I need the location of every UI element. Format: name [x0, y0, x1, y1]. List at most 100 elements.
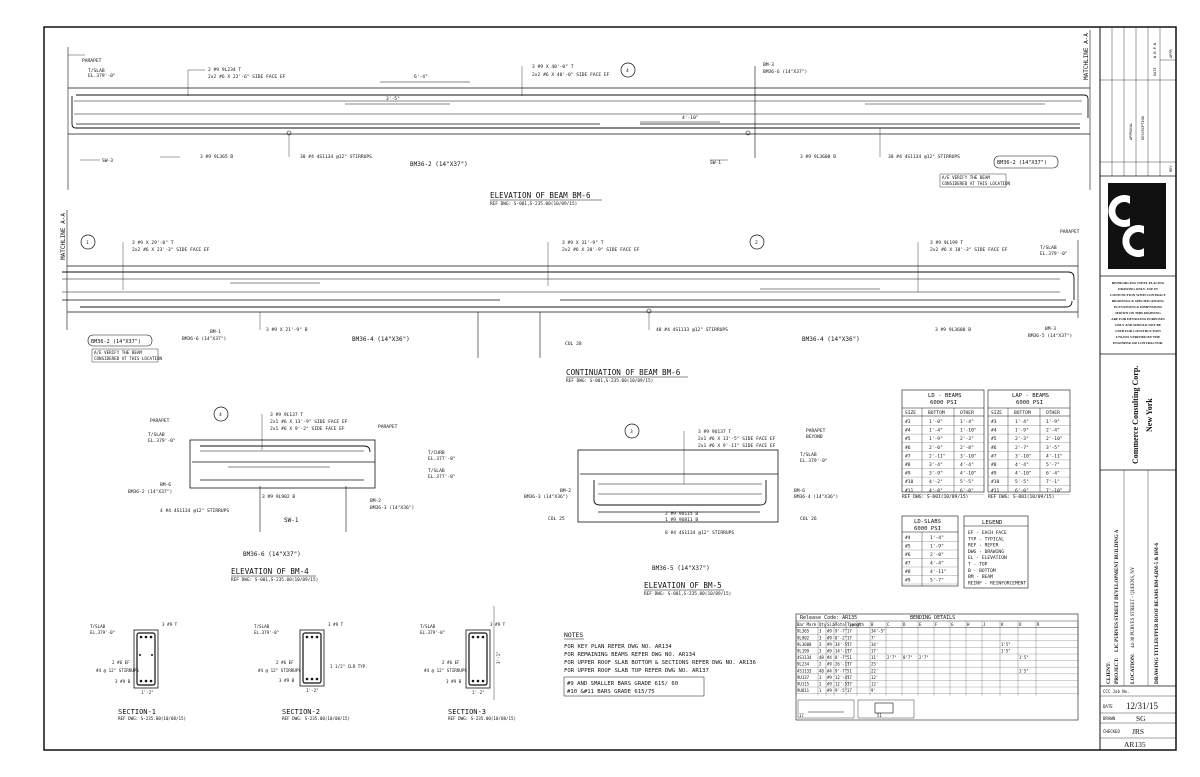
- section-2-el: EL.379'-0": [254, 630, 279, 635]
- bm6-callout-top-2: 3 #9 X 40'-0" T: [532, 64, 574, 70]
- bending-header-cell: Total Length: [835, 622, 864, 627]
- bm5-col-1: COL 25: [548, 516, 565, 522]
- bending-cell: 1: [819, 688, 822, 693]
- legend-title: LEGEND: [982, 520, 1003, 526]
- bending-cell: 11': [871, 655, 878, 660]
- bending-release-code: Release Code: AR135: [800, 615, 857, 621]
- bm5-col-2: COL 26: [800, 516, 817, 522]
- legend-item: T - TOP: [968, 562, 988, 568]
- bending-cell: 4S1133: [797, 668, 812, 673]
- ld-slabs-size-cell: #4: [905, 535, 911, 541]
- cont-verify-note-1: A/E VERIFY THE BEAM: [94, 350, 142, 355]
- lap-beams-header: BOTTOM: [1014, 410, 1031, 416]
- bending-cell: 48: [819, 668, 824, 673]
- ld_beams-other-cell: 4'-10": [960, 471, 977, 477]
- bm6-tslab-label: T/SLAB: [88, 68, 105, 74]
- section-3-title: SECTION-3: [448, 708, 486, 716]
- bending-cell: 9U115: [797, 682, 810, 687]
- lap_beams-bottom-cell: 4'-4": [1015, 462, 1029, 468]
- drawing-title-label: DRAWING TITLE:: [1154, 638, 1160, 684]
- ld_beams-size-cell: #3: [905, 419, 911, 425]
- bending-cell: 12': [871, 682, 878, 687]
- bending-cell: #9: [827, 635, 832, 640]
- bm4-bm2-label: BM-2: [370, 498, 381, 504]
- project-label: PROJECT:: [1114, 657, 1120, 684]
- bm5-bm6-size: BM36-4 (14"X36"): [794, 494, 838, 500]
- bm5-bm2-label: BM-2: [560, 488, 571, 494]
- bending-cell: 9U137: [797, 675, 810, 680]
- ld_beams-size-cell: #10: [905, 479, 914, 485]
- bm6-title: ELEVATION OF BEAM BM-6: [490, 191, 591, 200]
- lap-beams-ref: REF DWG: S-001(10/09/15): [988, 494, 1054, 500]
- ld_beams-bottom-cell: 3'-9": [929, 471, 943, 477]
- bm4-bm6-label: BM-6: [160, 482, 171, 488]
- bm5-stirrups: 8 #4 4S1134 @12" STIRRUPS: [665, 530, 734, 536]
- bending-cell: 25': [871, 662, 878, 667]
- bending-cell: 26'-1": [835, 662, 849, 667]
- section-2-stirrup: #4 @ 12" STIRRUPS: [258, 668, 301, 673]
- bm5-bottom-bar-1: 2 #9 9U115 B: [665, 511, 698, 517]
- ld-slabs-length-cell: 2'-0": [930, 552, 944, 558]
- bending-cell: 9'-7": [835, 629, 847, 634]
- section-marker-4: [620, 62, 636, 78]
- bending-cell: 17: [847, 635, 852, 640]
- cont-bm1-size: BM36-6 (14"X37"): [182, 336, 226, 342]
- cont-bottom-bar-1: 3 #9 X 21'-9" B: [266, 327, 308, 333]
- cont-bm3-size: BM36-5 (14"X37"): [1028, 333, 1072, 339]
- client-label: CLIENT:: [1106, 662, 1112, 684]
- bm4-ref: REF DWG: S-001,S-235.00(10/09/15): [231, 577, 318, 583]
- bm5-callout-top: 3 #9 9U137 T: [698, 429, 731, 435]
- bending-cell: 17: [847, 649, 852, 654]
- drawing-title-value: UPPER ROOF BEAMS BM-4,BM-5 & BM-6: [1155, 542, 1160, 640]
- bend-type-17: 17: [799, 713, 804, 718]
- lap_beams-bottom-cell: 1'-9": [1015, 428, 1029, 434]
- bending-header-cell: O: [1019, 622, 1022, 627]
- beam-bm6-continuation: 1 2 3 #9 X 29'-0" T 2x2 #6 X 23'-3" SIDE…: [60, 210, 1080, 384]
- disclaimer-line: ARE FOR DETAILING PURPOSES: [1111, 317, 1165, 321]
- bm6-stirrups-2: 30 #4 4S1134 @12" STIRRUPS: [888, 154, 960, 160]
- bending-cell: #9: [827, 629, 832, 634]
- cont-title: CONTINUATION OF BEAM BM-6: [566, 368, 681, 377]
- bending-cell: 34'-5": [871, 629, 885, 634]
- bending-cell: 3: [819, 629, 822, 634]
- bending-cell: 9L234: [797, 662, 810, 667]
- bm4-parapet-right: PARAPET: [378, 424, 398, 430]
- cont-verify-note-2: CONSIDERED AT THIS LOCATION: [94, 356, 163, 361]
- cont-bm1-label: BM-1: [210, 329, 221, 335]
- bending-header-cell: A: [858, 622, 861, 627]
- disclaimer-line: UNLESS VERIFIED BY THE: [1116, 335, 1161, 339]
- ld_beams-bottom-cell: 1'-0": [929, 419, 943, 425]
- section-1: T/SLAB EL.379'-0" 3 #9 T 2 #6 EF #4 @ 12…: [90, 622, 186, 721]
- lap_beams-bottom-cell: 3'-10": [1015, 453, 1032, 459]
- section-2-bot: 3 #9 B: [279, 678, 295, 683]
- lap_beams-size-cell: #8: [991, 462, 997, 468]
- bending-cell: 17: [847, 675, 852, 680]
- bending-cell: 3: [819, 649, 822, 654]
- bm6-bottom-bar-1: 3 #9 9L365 B: [200, 154, 233, 160]
- ld-slabs-size-cell: #7: [905, 561, 911, 567]
- ld-slabs-title: LD-SLABS: [914, 519, 941, 525]
- notes-grade-2: #10 &#11 BARS GRADE 615/75: [567, 689, 655, 695]
- beam-bm6-elevation: PARAPET T/SLAB EL.379'-0" 2 #9 9L234 T 2…: [67, 30, 1091, 207]
- title-block: APPROVAL DESCRIPTION DATE APPR REV W.B.P…: [1099, 27, 1176, 750]
- bending-header-cell: Type: [847, 622, 857, 627]
- bending-cell: 9U811: [797, 688, 810, 693]
- ld_beams-other-cell: 2'-3": [960, 436, 974, 442]
- cont-callout-side-3: 2x2 #6 X 18'-3" SIDE FACE EF: [930, 247, 1008, 253]
- disclaimer-line: ENGINEER OR CONTRACTOR.: [1113, 341, 1163, 345]
- bm4-tcurb-label: T/CURB: [428, 450, 445, 456]
- legend-item: B - BOTTOM: [968, 568, 996, 574]
- lap_beams-bottom-cell: 5'-5": [1015, 479, 1029, 485]
- bm6-verify-note-1: A/E VERIFY THE BEAM: [942, 175, 990, 180]
- bm4-parapet-left: PARAPET: [150, 418, 170, 424]
- section-1-ref: REF DWG: S-235.00(10/08/15): [118, 716, 186, 721]
- bending-header-cell: E: [919, 622, 922, 627]
- bending-cell: 48: [819, 655, 824, 660]
- company-name: Commerce Consulting Corp.: [1131, 366, 1140, 464]
- ld-beams-header: SIZE: [905, 410, 916, 416]
- bm4-callout-top: 3 #9 9L137 T: [270, 412, 303, 418]
- ld_beams-bottom-cell: 1'-4": [929, 428, 943, 434]
- section-1-el: EL.379'-0": [90, 630, 115, 635]
- disclaimer-line: ONLY AND SHOULD NOT BE: [1115, 323, 1162, 327]
